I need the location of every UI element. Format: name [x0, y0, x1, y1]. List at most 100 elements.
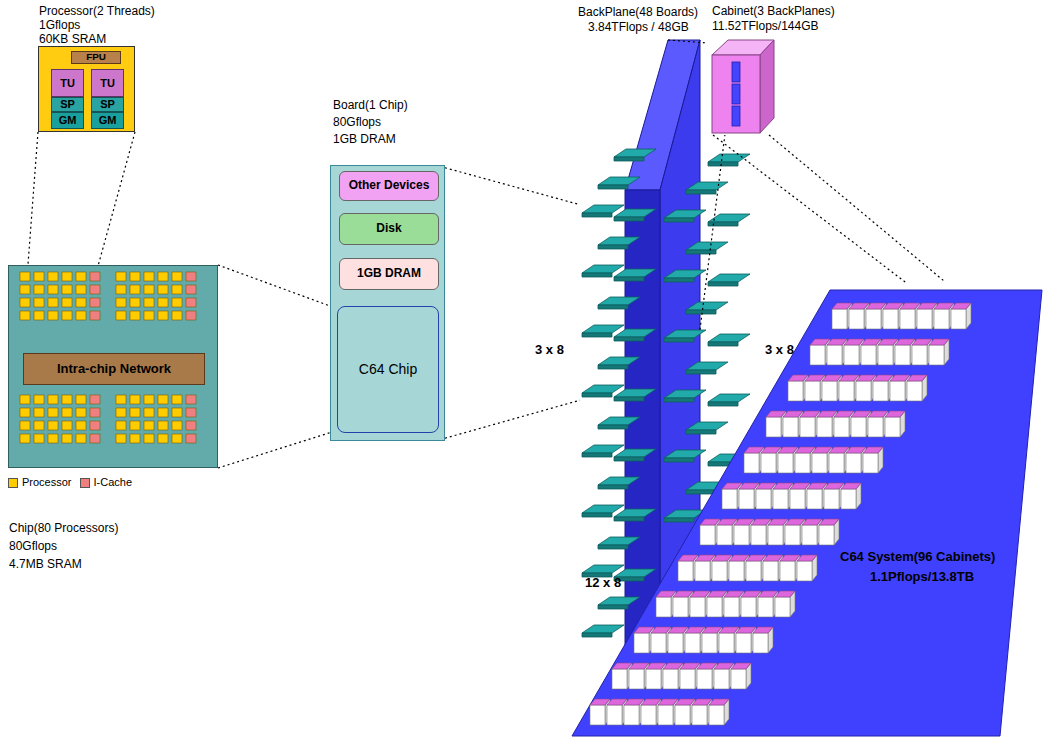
chip-cell — [186, 408, 196, 417]
cabinet-top — [753, 627, 773, 633]
cabinet-front — [629, 669, 644, 689]
board-top — [582, 565, 624, 573]
cabinet-front — [739, 489, 754, 509]
device-box: Other Devices — [339, 171, 439, 201]
chip-cell — [130, 298, 140, 307]
chip-cell — [116, 434, 126, 443]
board-symbol — [686, 422, 728, 434]
cabinet-front — [773, 489, 788, 509]
chip-cell — [62, 434, 72, 443]
cabinet-top — [656, 591, 676, 597]
chip-cell — [20, 311, 30, 320]
cabinet-front — [895, 345, 910, 365]
cabinet-front — [788, 381, 803, 401]
board-symbol — [598, 177, 640, 189]
cabinet-front — [731, 669, 746, 689]
cabinet-front — [668, 633, 683, 653]
node-heading: 80Gflops — [9, 539, 57, 553]
cabinet-top — [663, 663, 683, 669]
cabinet-top — [866, 303, 886, 309]
chip-cell — [158, 311, 168, 320]
chip-cell — [130, 421, 140, 430]
board-top — [686, 242, 728, 250]
cabinet-front — [634, 633, 649, 653]
cabinet-front — [807, 489, 822, 509]
cabinet-top — [907, 375, 927, 381]
chip-cell — [62, 408, 72, 417]
cabinet-front — [756, 489, 771, 509]
chip-cell — [186, 272, 196, 281]
board-symbol — [664, 330, 706, 342]
board-top — [614, 329, 656, 337]
cabinet-front — [851, 417, 866, 437]
thread-unit: TU — [51, 69, 84, 97]
cabinet-top — [929, 339, 949, 345]
cabinet-top — [714, 663, 734, 669]
cabinet-front — [841, 489, 856, 509]
cabinet-top — [780, 555, 800, 561]
zoom-line — [218, 430, 337, 468]
cabinet-front — [685, 633, 700, 653]
node-heading: 80Gflops — [333, 115, 381, 129]
board-edge — [582, 213, 612, 217]
cabinet-top — [839, 375, 859, 381]
chip-cell — [62, 395, 72, 404]
cabinet-front — [800, 417, 815, 437]
board-edge — [582, 273, 612, 277]
cabinet-front — [761, 453, 776, 473]
board-symbol — [582, 385, 624, 397]
chip-cell — [186, 285, 196, 294]
node-heading: 11.52TFlops/144GB — [712, 19, 819, 33]
cabinet-front — [785, 525, 800, 545]
cabinet-front — [863, 453, 878, 473]
cabinet-top — [612, 663, 632, 669]
cabinet-top — [736, 627, 756, 633]
board-symbol — [582, 265, 624, 277]
board-edge — [664, 518, 694, 522]
chip-cell — [20, 298, 30, 307]
cabinet-front — [824, 489, 839, 509]
cabinet-front — [790, 489, 805, 509]
legend-item: I-Cache — [80, 476, 133, 489]
cabinet-top — [756, 483, 776, 489]
chip-cell — [48, 395, 58, 404]
cabinet-top — [731, 663, 751, 669]
chip-cell — [62, 285, 72, 294]
cabinet-top — [695, 555, 715, 561]
cabinet-front — [810, 345, 825, 365]
node-heading: Chip(80 Processors) — [9, 521, 118, 535]
board-edge — [598, 425, 628, 429]
node-heading: 1GB DRAM — [333, 132, 396, 146]
legend-text: I-Cache — [94, 476, 133, 489]
count-label: 3 x 8 — [765, 342, 794, 357]
cabinet-front — [819, 525, 834, 545]
cabinet-front — [680, 669, 695, 689]
board-symbol — [708, 274, 750, 286]
board-top — [664, 450, 706, 458]
node-label: C64 Chip — [359, 362, 417, 377]
board-edge — [582, 453, 612, 457]
node-label: TU — [100, 77, 115, 89]
node-label: TU — [60, 77, 75, 89]
board-top — [582, 385, 624, 393]
cabinet-top — [834, 411, 854, 417]
board-symbol — [582, 205, 624, 217]
board-symbol — [598, 537, 640, 549]
board-edge — [598, 305, 628, 309]
board-top — [614, 509, 656, 517]
board-top — [582, 325, 624, 333]
cabinet-front — [856, 381, 871, 401]
board-top — [598, 357, 640, 365]
cabinet-front — [861, 345, 876, 365]
cabinet-front — [675, 705, 690, 725]
node-label: Intra-chip Network — [57, 362, 171, 376]
cabinet-top — [668, 627, 688, 633]
chip-cell — [116, 395, 126, 404]
chip-cell — [186, 395, 196, 404]
cabinet-top — [658, 699, 678, 705]
chip-cell — [76, 408, 86, 417]
board-edge — [686, 250, 716, 254]
cabinet-front — [663, 669, 678, 689]
board-edge — [614, 217, 644, 221]
zoom-line — [445, 400, 580, 438]
